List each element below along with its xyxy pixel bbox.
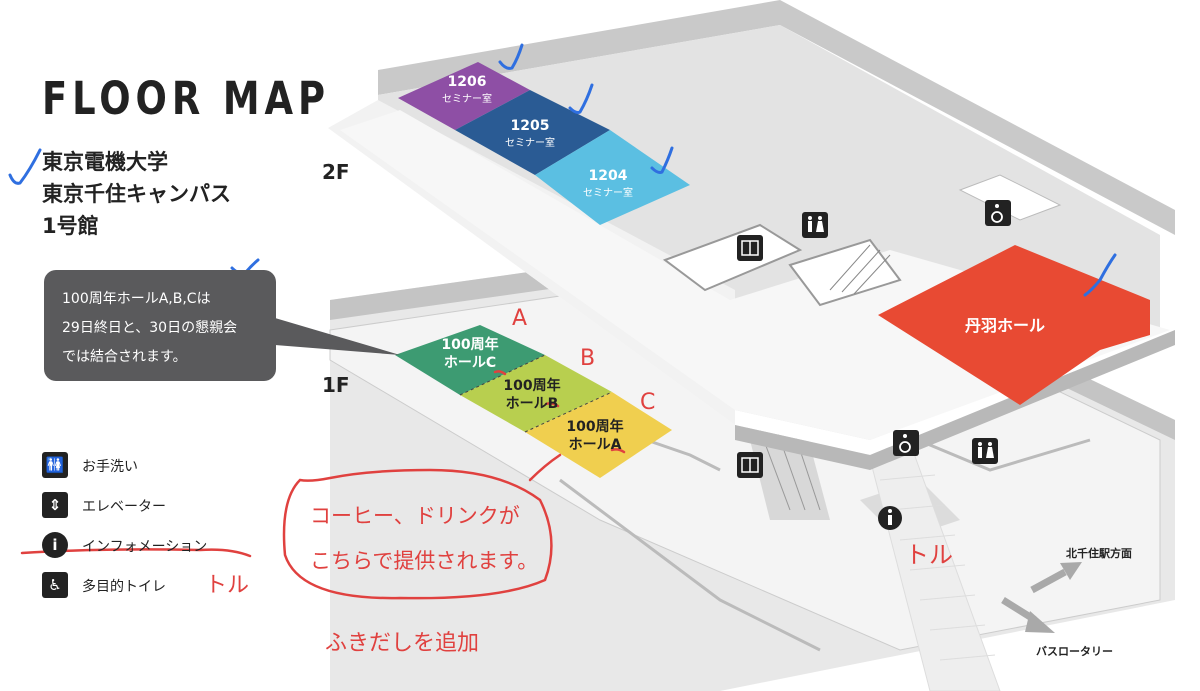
hall-notice-callout: 100周年ホールA,B,Cは 29日終日と、30日の懇親会 では結合されます。 [44,270,276,381]
hall-a-label: 100周年 ホールA [555,418,635,454]
annotation-letter-c: C [640,390,656,415]
information-icon: i [42,532,68,558]
callout-line: では結合されます。 [62,349,187,365]
room-type: セミナー室 [505,138,555,149]
elevator-icon [737,235,763,261]
building-number: 1号館 [42,214,99,238]
annotation-bubble-line2: こちらで提供されます。 [310,549,539,573]
legend-label: 多目的トイレ [82,579,166,595]
campus-name: 東京千住キャンパス [42,182,231,206]
callout-line: 100周年ホールA,B,Cは [62,291,211,307]
room-1204-label: 1204 セミナー室 [563,168,653,199]
annotation-remove-legend: トル [205,573,250,598]
room-1206-label: 1206 セミナー室 [422,74,512,105]
niwa-hall-label: 丹羽ホール [965,316,1046,335]
hall-c-label: 100周年 ホールC [430,336,510,372]
restroom-icon [972,438,998,464]
room-1205-label: 1205 セミナー室 [485,118,575,149]
annotation-letter-b: B [580,346,596,371]
restroom-icon [802,212,828,238]
hall-a-room[interactable] [525,392,672,478]
callout-pointer [275,318,400,355]
annotation-remove-map: トル [905,541,953,569]
accessible-toilet-icon [893,430,919,456]
elevator-icon: ⇕ [42,492,68,518]
floor-label-2f: 2F [322,160,350,184]
annotation-letter-a: A [512,306,528,331]
accessible-toilet-icon: ♿ [42,572,68,598]
room-number: 1204 [588,168,628,184]
room-type: セミナー室 [442,94,492,105]
building-name: 東京電機大学 [42,150,168,174]
hall-c-room[interactable] [395,325,545,395]
room-1205[interactable] [455,90,610,175]
legend-label: エレベーター [82,499,166,515]
bus-rotary-direction-label: バスロータリー [1036,645,1113,658]
hall-name-line: ホールA [568,437,622,453]
room-1204[interactable] [535,130,690,225]
hall-name-line: 100周年 [503,378,561,394]
callout-line: 29日終日と、30日の懇親会 [62,320,238,336]
room-type: セミナー室 [583,188,633,199]
hall-name-line: ホールC [443,355,497,371]
room-1206[interactable] [398,62,530,130]
legend-label: インフォメーション [82,539,208,555]
hall-b-label: 100周年 ホールB [492,377,572,413]
annotation-add-bubble: ふきだしを追加 [325,631,480,656]
hall-name-line: 100周年 [566,419,624,435]
restroom-icon: 🚻 [42,452,68,478]
page-title: FLOOR MAP [42,72,331,125]
niwa-hall-room[interactable] [878,245,1150,405]
hall-b-room[interactable] [460,355,612,432]
accessible-toilet-icon [985,200,1011,226]
floor-label-1f: 1F [322,373,350,397]
information-icon [878,506,902,530]
room-number: 1205 [510,118,550,134]
annotation-bubble-line1: コーヒー、ドリンクが [310,504,520,528]
room-number: 1206 [447,74,487,90]
elevator-icon [737,452,763,478]
bus-direction-arrow [1001,597,1055,633]
north-senju-direction-label: 北千住駅方面 [1066,547,1132,560]
north-direction-arrow [1030,562,1082,594]
legend-label: お手洗い [82,459,138,475]
hall-name-line: 100周年 [441,337,499,353]
hall-name-line: ホールB [505,396,559,412]
